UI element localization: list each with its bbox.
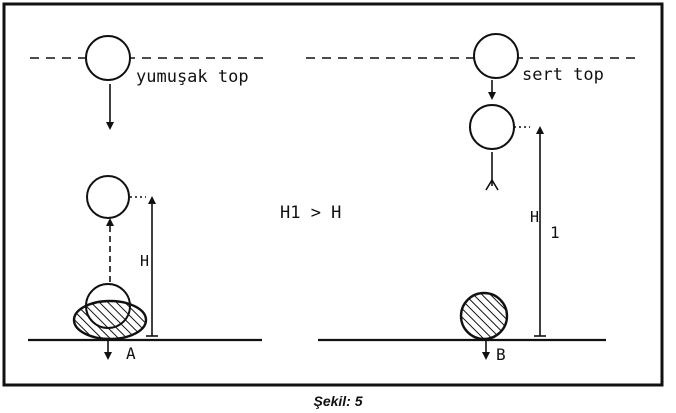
comparison-label: H1 > H [280, 203, 341, 223]
hard-ball-label: sert top [522, 65, 604, 85]
point-b-label: B [496, 345, 506, 364]
soft-ball-label: yumuşak top [136, 67, 249, 87]
soft-ball-start [85, 35, 131, 81]
hard-ball-rebound [469, 104, 515, 150]
height-h-label: H [140, 252, 149, 270]
figure-caption: Şekil: 5 [313, 393, 362, 409]
hard-ball-start [473, 33, 519, 79]
height-h1-label: H [530, 208, 539, 226]
soft-ball-rebound [86, 175, 130, 219]
soft-ball-deformed [72, 299, 148, 341]
point-a-label: A [126, 344, 136, 363]
figure-frame [2, 2, 664, 387]
hard-ball-impact [459, 291, 509, 341]
hard-ball-rebound-arrow-tail [485, 178, 499, 191]
height-h1-subscript: 1 [550, 223, 560, 242]
